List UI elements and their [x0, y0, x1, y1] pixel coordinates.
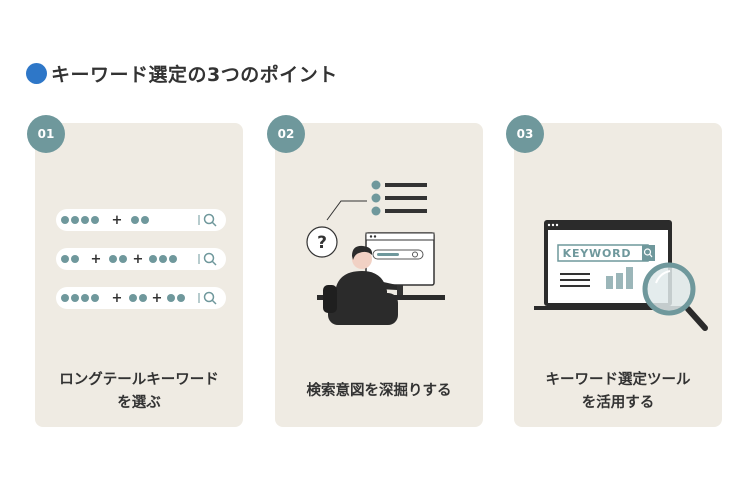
- person-thinking-illustration: ?: [306, 180, 445, 325]
- card-label-line: キーワード選定ツール: [545, 372, 691, 388]
- card-label-line: ロングテールキーワード: [59, 372, 219, 388]
- point-badge-2: 02: [267, 115, 305, 153]
- card-label-3: キーワード選定ツール を活用する: [514, 369, 722, 415]
- list-icon: [371, 180, 427, 216]
- heading-bullet-icon: [26, 63, 47, 84]
- section-heading: キーワード選定の3つのポイント: [26, 60, 338, 87]
- svg-text:KEYWORD: KEYWORD: [563, 247, 632, 260]
- search-bar-2: + +: [56, 248, 226, 270]
- magnifier-icon: [642, 262, 708, 331]
- svg-text:+: +: [133, 252, 144, 267]
- search-bar-1: +: [56, 209, 226, 231]
- search-bar-3: + +: [56, 287, 226, 309]
- point-card-2: ? 検索意図を深掘りする: [275, 123, 483, 427]
- laptop-icon: [534, 220, 684, 310]
- keyword-search-box: KEYWORD: [557, 244, 655, 262]
- svg-text:?: ?: [317, 233, 327, 253]
- card-label-line: を活用する: [581, 395, 655, 411]
- question-bubble-icon: ?: [306, 226, 338, 258]
- point-badge-3: 03: [506, 115, 544, 153]
- svg-text:+: +: [152, 291, 163, 306]
- card-label-1: ロングテールキーワード を選ぶ: [35, 369, 243, 415]
- card-label-line: を選ぶ: [117, 395, 161, 411]
- point-badge-1: 01: [27, 115, 65, 153]
- card-label-2: 検索意図を深掘りする: [275, 380, 483, 403]
- svg-text:+: +: [91, 252, 102, 267]
- keyword-tool-illustration: KEYWORD: [534, 220, 708, 331]
- section-title: キーワード選定の3つのポイント: [51, 64, 338, 86]
- point-card-3: KEYWORD キーワード選定ツール を活用する: [514, 123, 722, 427]
- search-bars-illustration: + + + + +: [56, 209, 226, 309]
- svg-text:+: +: [112, 213, 123, 228]
- svg-text:+: +: [112, 291, 123, 306]
- point-card-1: + + + + +: [35, 123, 243, 427]
- person-icon: [323, 245, 398, 325]
- card-label-line: 検索意図を深掘りする: [306, 383, 452, 399]
